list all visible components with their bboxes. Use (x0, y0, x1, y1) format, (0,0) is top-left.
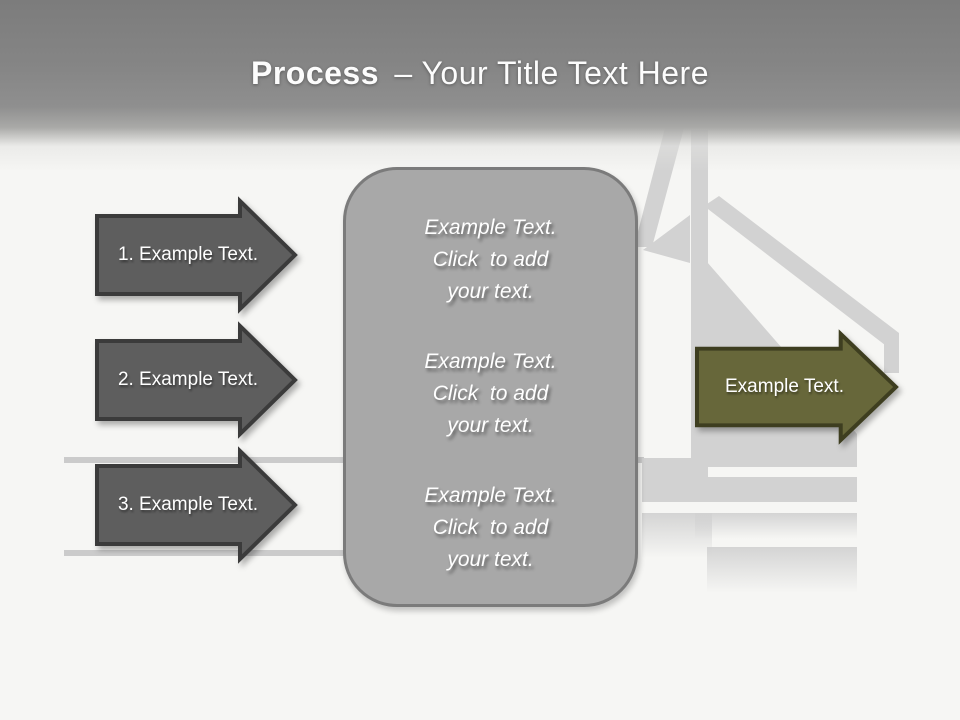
step-arrow-2-shape (95, 321, 298, 439)
result-arrow-shape (695, 329, 899, 445)
arrow-polygon (695, 329, 899, 445)
frame-reflection-3 (707, 547, 857, 593)
step-arrow-3-shape (95, 446, 298, 564)
step-arrow-2-label: 2. Example Text. (117, 369, 259, 390)
arrow-polygon (95, 196, 298, 314)
title-subtitle: – Your Title Text Here (394, 55, 709, 91)
step-arrow-1[interactable]: 1. Example Text. (95, 196, 299, 314)
arrow-polygon (95, 446, 298, 564)
arrow-polygon (95, 321, 298, 439)
placeholder-text-3[interactable]: Example Text. Click to add your text. (424, 484, 557, 571)
frame-base-right (695, 477, 857, 502)
result-arrow[interactable]: Example Text. (695, 329, 900, 445)
step-arrow-2[interactable]: 2. Example Text. (95, 321, 299, 439)
center-placeholder-box[interactable]: Example Text. Click to add your text. Ex… (343, 167, 638, 607)
step-arrow-3-label: 3. Example Text. (117, 494, 259, 515)
slide-title: Process – Your Title Text Here (0, 55, 960, 92)
step-arrow-1-label: 1. Example Text. (117, 244, 259, 265)
divider-line-bottom (64, 550, 346, 556)
frame-roof-beam (704, 196, 899, 345)
title-keyword: Process (250, 55, 380, 91)
result-arrow-label: Example Text. (725, 376, 844, 397)
frame-base-left (642, 458, 695, 502)
frame-reflection-2 (695, 513, 857, 539)
frame-gable-triangle (643, 215, 690, 263)
step-arrow-3[interactable]: 3. Example Text. (95, 446, 299, 564)
placeholder-text-1[interactable]: Example Text. Click to add your text. (424, 216, 557, 303)
step-arrow-1-shape (95, 196, 298, 314)
frame-roof-end (884, 333, 899, 373)
title-band (0, 0, 960, 172)
placeholder-text-2[interactable]: Example Text. Click to add your text. (424, 350, 557, 437)
